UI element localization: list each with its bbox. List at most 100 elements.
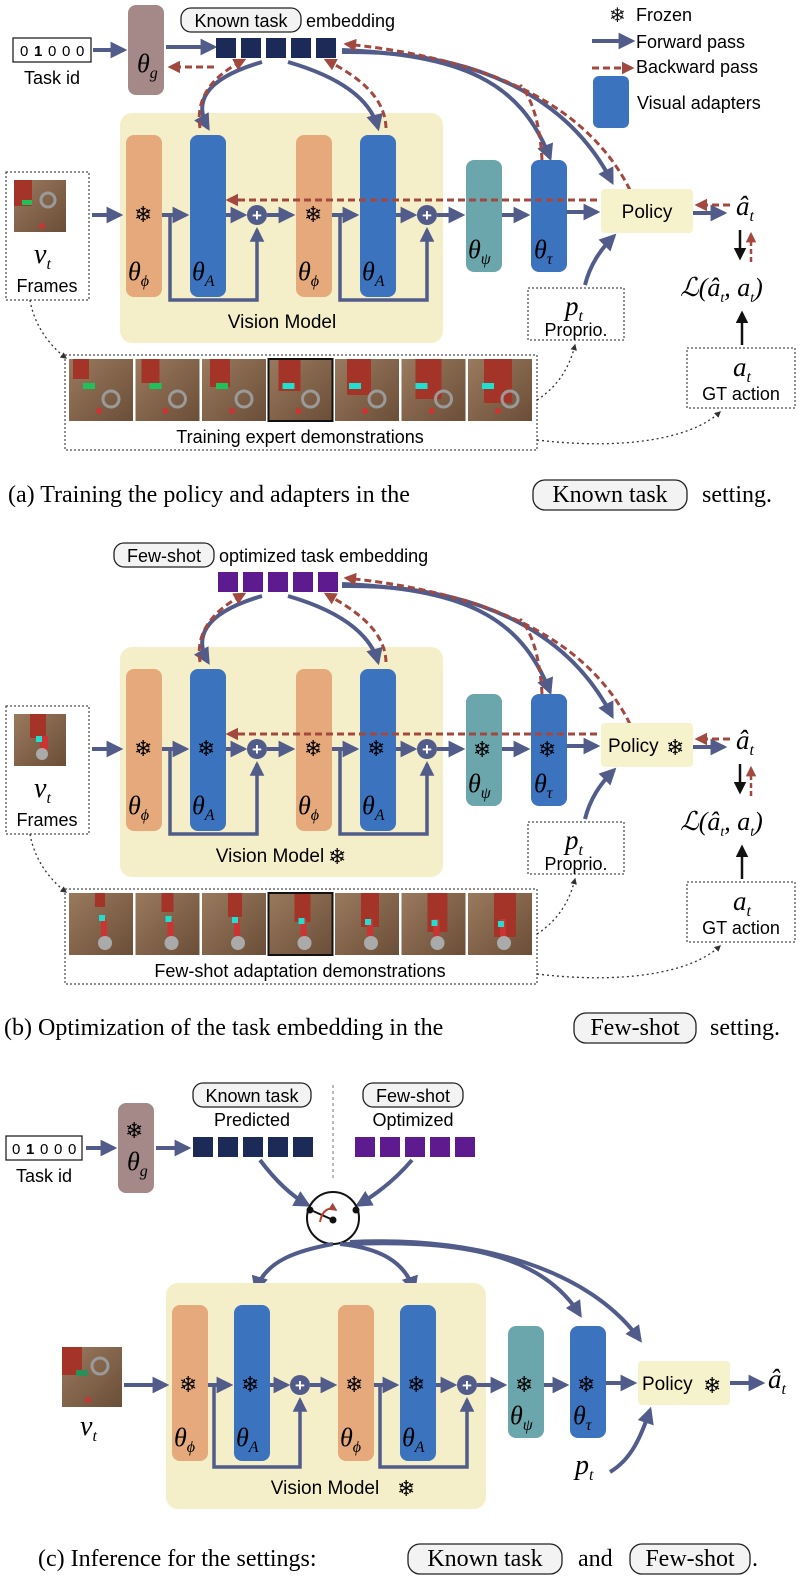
known-task-tag: [192, 1082, 312, 1108]
legend-backward: Backward pass: [636, 57, 758, 77]
gt-action-box: [686, 347, 796, 409]
task-id-bit: 0: [20, 43, 28, 60]
theta-tau-block: [531, 694, 567, 806]
task-id-bit: 0: [62, 43, 70, 60]
task-id-label: Task id: [16, 1166, 72, 1186]
snowflake-icon: ❄: [397, 1477, 415, 1502]
task-id-bit: 1: [26, 1141, 34, 1158]
fewshot-tag-text: Few-shot: [376, 1086, 450, 1106]
demos-box: [64, 888, 538, 985]
theta-a-label: θA: [402, 1423, 425, 1456]
predicted-label: Predicted: [214, 1110, 290, 1130]
theta-a-label: θA: [236, 1423, 259, 1456]
proprio-label: Proprio.: [544, 854, 607, 874]
a-hat-label: ât: [736, 725, 755, 759]
gt-action-label: GT action: [702, 918, 780, 938]
theta-a-adapter-2: [400, 1305, 436, 1461]
vision-model-label: Vision Model: [228, 312, 336, 333]
demo-thumbnail: [202, 359, 266, 421]
snowflake-icon: ❄: [367, 737, 385, 762]
plus-icon: +: [422, 206, 432, 225]
snowflake-icon: ❄: [515, 1373, 533, 1398]
theta-psi-label: θψ: [510, 1401, 534, 1434]
snowflake-icon: ❄: [538, 738, 556, 763]
snowflake-icon: ❄: [197, 737, 215, 762]
p-t-label: pt: [563, 825, 584, 859]
theta-phi-block-1: [126, 135, 162, 297]
legend-adapters: Visual adapters: [637, 93, 761, 113]
task-id-bit: 0: [76, 43, 84, 60]
plus-icon: +: [422, 740, 432, 759]
theta-psi-label: θψ: [468, 235, 492, 268]
panel-a: 0 1 0 0 0 Task id θg Known task embeddin…: [5, 5, 796, 511]
theta-g-block: [128, 5, 164, 95]
legend: ❄ Frozen Forward pass Backward pass Visu…: [592, 3, 761, 128]
theta-phi-label: θϕ: [128, 791, 149, 824]
caption-tag-box: [532, 479, 688, 511]
snowflake-icon: ❄: [179, 1373, 197, 1398]
demo-thumbnail: [335, 893, 399, 955]
proprio-box: [527, 287, 625, 341]
fewshot-tag: [113, 542, 215, 568]
frame-image: [62, 1347, 122, 1407]
theta-phi-label: θϕ: [298, 791, 319, 824]
v-t-label: vt: [34, 239, 51, 273]
theta-phi-block-2: [338, 1305, 374, 1461]
loss-label: ℒ(ât, at): [680, 807, 763, 840]
snowflake-icon: ❄: [304, 737, 322, 762]
plus-icon: +: [462, 1376, 472, 1395]
embedding-label: optimized task embedding: [219, 546, 428, 566]
task-id-bit: 0: [40, 1141, 48, 1158]
legend-frozen: Frozen: [636, 5, 692, 25]
optimized-label: Optimized: [372, 1110, 453, 1130]
add-node-1: [290, 1375, 310, 1395]
fewshot-tag-text: Few-shot: [127, 546, 201, 566]
caption-tag: Known task: [552, 482, 667, 508]
task-id-box: [12, 37, 92, 63]
known-task-tag-text: Known task: [205, 1086, 299, 1106]
theta-psi-block: [466, 160, 502, 272]
frames-box: [5, 171, 90, 301]
fewshot-tag: [362, 1082, 464, 1108]
snowflake-icon: ❄: [473, 738, 491, 763]
p-t-label: pt: [563, 291, 584, 325]
demos-box: [64, 354, 538, 451]
caption-tag-box: [573, 1012, 697, 1044]
theta-a-label: θA: [192, 257, 215, 290]
demo-thumbnail: [267, 358, 334, 422]
known-task-tag-text: Known task: [194, 11, 288, 31]
gt-action-box: [686, 881, 796, 943]
snowflake-icon: ❄: [134, 203, 152, 228]
caption-post: setting.: [702, 482, 772, 508]
frame-image: [14, 180, 66, 232]
caption-end: .: [752, 1546, 758, 1572]
caption-tag: Known task: [427, 1546, 542, 1572]
vision-model-label: Vision Model: [216, 846, 324, 867]
snowflake-icon: ❄: [134, 737, 152, 762]
caption-tag-box: [629, 1543, 751, 1575]
caption-c: (c) Inference for the settings:: [38, 1546, 317, 1572]
known-task-embedding: [193, 1137, 313, 1157]
task-id-label: Task id: [24, 68, 80, 88]
task-id-box: [5, 1135, 83, 1161]
task-id-bit: 1: [34, 43, 42, 60]
caption-a: (a) Training the policy and adapters in …: [8, 482, 410, 508]
demos-label: Few-shot adaptation demonstrations: [154, 961, 445, 981]
theta-a-adapter-1: [190, 135, 226, 297]
snowflake-icon: ❄: [577, 1373, 595, 1398]
embedding-label: embedding: [306, 11, 395, 31]
policy-label: Policy: [622, 202, 673, 223]
theta-tau-block: [570, 1326, 606, 1438]
caption-post: setting.: [710, 1015, 780, 1041]
theta-phi-block-1: [126, 669, 162, 831]
proprio-box: [527, 821, 625, 875]
add-node-2: [457, 1375, 477, 1395]
theta-phi-label: θϕ: [298, 257, 319, 290]
theta-phi-label: θϕ: [340, 1423, 361, 1456]
adapter-swatch: [593, 76, 629, 128]
caption-and: and: [578, 1546, 613, 1572]
demo-thumbnail: [468, 359, 532, 421]
policy-label: Policy: [642, 1374, 693, 1395]
frames-label: Frames: [16, 810, 77, 830]
